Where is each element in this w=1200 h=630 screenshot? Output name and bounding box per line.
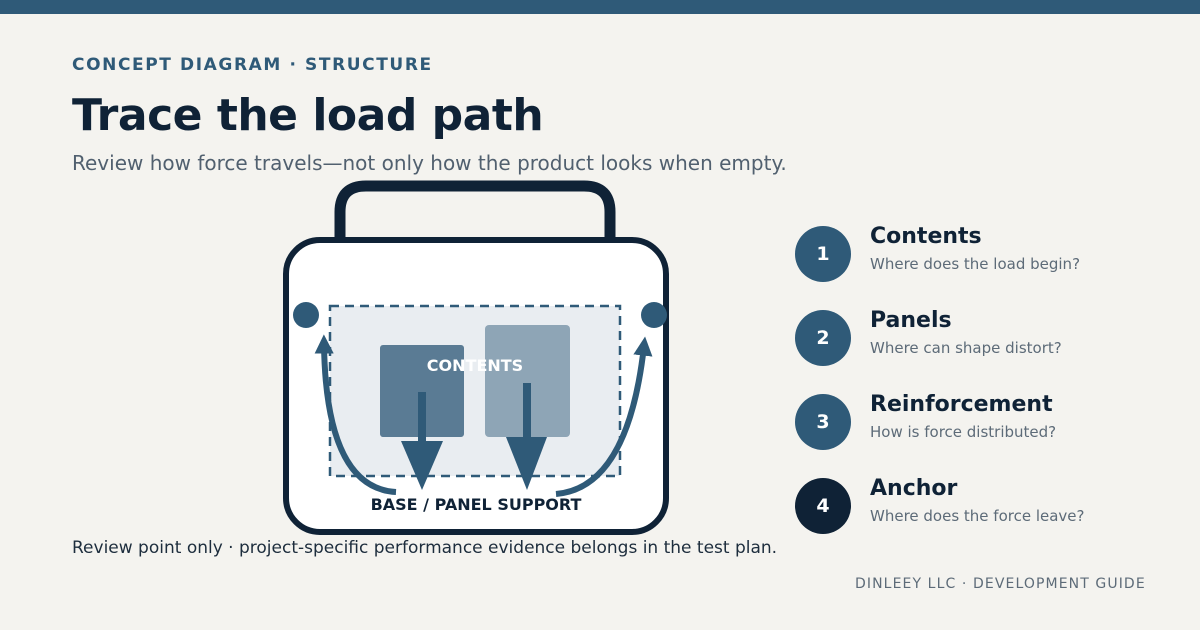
downward-load-arrow-left [401,392,443,490]
bag-handle [334,180,616,248]
review-note: Review point only · project-specific per… [72,538,778,558]
step-description: How is force distributed? [870,423,1057,441]
content-block-left [380,345,464,437]
page-subtitle: Review how force travels—not only how th… [72,151,787,175]
step-label: Contents [870,224,982,249]
downward-load-arrow-right [506,383,547,490]
step-number-badge: 1 [795,226,851,282]
anchor-point-left [293,302,319,328]
step-label: Panels [870,308,952,333]
base-support-label: BASE / PANEL SUPPORT [371,495,582,514]
step-anchor: 4 Anchor Where does the force leave? [795,476,1175,538]
step-panels: 2 Panels Where can shape distort? [795,308,1175,370]
contents-zone [328,304,622,478]
force-path-arrow-right [555,336,653,497]
footer-credit: DINLEEY LLC · DEVELOPMENT GUIDE [855,576,1146,592]
eyebrow-label: CONCEPT DIAGRAM · STRUCTURE [72,55,433,75]
contents-label: CONTENTS [427,356,523,375]
step-description: Where does the load begin? [870,255,1081,273]
step-label: Reinforcement [870,392,1053,417]
step-description: Where does the force leave? [870,507,1085,525]
step-number-badge: 2 [795,310,851,366]
content-block-right [485,325,570,437]
step-number-badge: 3 [795,394,851,450]
step-reinforcement: 3 Reinforcement How is force distributed… [795,392,1175,454]
step-contents: 1 Contents Where does the load begin? [795,224,1175,286]
force-path-arrow-left [314,334,397,495]
page-title: Trace the load path [72,90,544,141]
anchor-point-right [641,302,667,328]
step-number-badge: 4 [795,478,851,534]
step-label: Anchor [870,476,958,501]
top-accent-bar [0,0,1200,14]
step-description: Where can shape distort? [870,339,1062,357]
